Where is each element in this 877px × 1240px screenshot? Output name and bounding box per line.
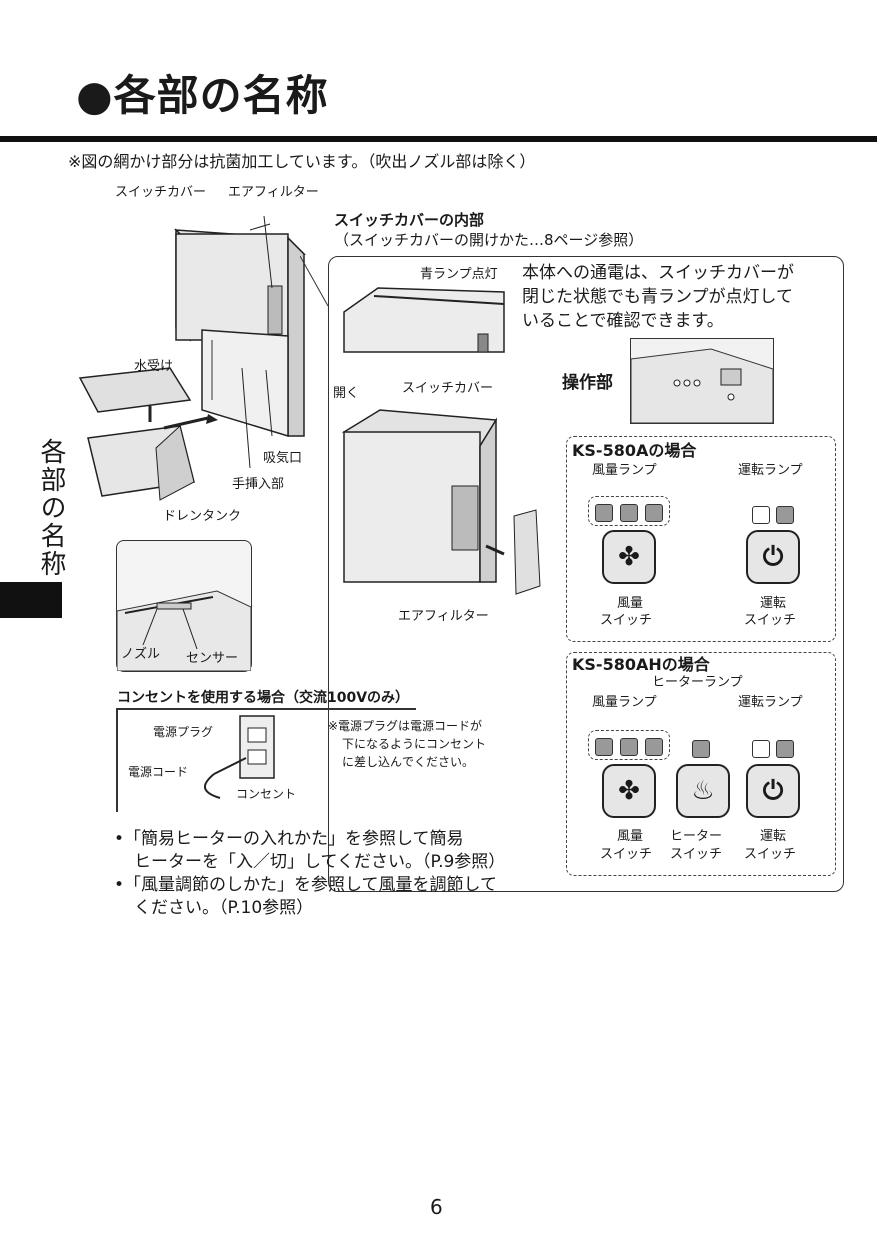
model-a-title: KS-580Aの場合 <box>572 441 697 460</box>
model-ah-run-switch[interactable]: ⏻ <box>746 764 800 818</box>
model-ah-heater-switch-label-2: スイッチ <box>670 847 723 862</box>
label-operation: 操作部 <box>562 373 613 393</box>
model-a-run-switch-label-2: スイッチ <box>744 613 797 628</box>
model-ah-fan-lamp-group <box>588 730 670 760</box>
run-lamp-off <box>752 506 770 524</box>
label-intake: 吸気口 <box>263 451 303 466</box>
model-a-fan-switch[interactable]: ✤ <box>602 530 656 584</box>
label-open: 開く <box>333 386 360 401</box>
outlet-socket-label: コンセント <box>236 787 297 801</box>
model-ah-fan-switch-label-2: スイッチ <box>600 847 653 862</box>
label-switch-cover-2: スイッチカバー <box>402 381 494 396</box>
model-a-fan-switch-label-1: 風量 <box>617 596 644 611</box>
ah-run-lamp-on <box>776 740 794 758</box>
model-ah-run-switch-label-2: スイッチ <box>744 847 797 862</box>
model-ah-fan-switch-label-1: 風量 <box>617 829 644 844</box>
outlet-title: コンセントを使用する場合（交流100Vのみ） <box>117 690 410 706</box>
model-a-run-switch[interactable]: ⏻ <box>746 530 800 584</box>
ah-fan-lamp-2 <box>620 738 638 756</box>
inside-desc-1: 本体への通電は、スイッチカバーが <box>522 263 794 283</box>
fan-lamp-2 <box>620 504 638 522</box>
side-section-title: 各部の名称 <box>36 438 66 578</box>
model-ah-fan-lamp-label: 風量ランプ <box>592 695 657 710</box>
model-ah-heater-switch-label-1: ヒーター <box>670 829 723 844</box>
label-sensor: センサー <box>186 651 239 666</box>
bullet-heater-line2: ヒーターを「入／切」してください。（P.9参照） <box>134 852 506 872</box>
hand-dryer-illustration <box>78 215 306 501</box>
model-a-run-switch-label-1: 運転 <box>760 596 787 611</box>
model-ah-title: KS-580AHの場合 <box>572 655 710 674</box>
ah-fan-lamp-1 <box>595 738 613 756</box>
inside-panel <box>328 256 844 892</box>
fan-lamp-1 <box>595 504 613 522</box>
fan-lamp-3 <box>645 504 663 522</box>
model-ah-heater-lamp-label: ヒーターランプ <box>652 675 743 690</box>
label-nozzle: ノズル <box>121 647 161 662</box>
label-blue-lamp: 青ランプ点灯 <box>420 267 498 282</box>
label-water-tray: 水受け <box>134 359 174 374</box>
bullet-fan-line2: ください。（P.10参照） <box>134 898 314 918</box>
outlet-title-rule <box>116 708 416 710</box>
outlet-illustration <box>204 715 275 799</box>
model-a-run-lamp-label: 運転ランプ <box>738 463 803 478</box>
outlet-side-rule <box>116 708 118 812</box>
model-ah-fan-switch[interactable]: ✤ <box>602 764 656 818</box>
title-rule <box>0 136 877 142</box>
label-hand-slot: 手挿入部 <box>232 477 285 492</box>
bullet-fan-line1: •「風量調節のしかた」を参照して風量を調節して <box>114 875 498 895</box>
model-a-fan-switch-label-2: スイッチ <box>600 613 653 628</box>
ah-fan-lamp-3 <box>645 738 663 756</box>
outlet-note-3: に差し込んでください。 <box>342 755 475 769</box>
outlet-cord-label: 電源コード <box>128 765 189 779</box>
ah-heater-lamp <box>692 740 710 758</box>
nozzle-sensor-inset <box>116 540 252 672</box>
heater-icon: ♨ <box>691 776 715 806</box>
outlet-plug-label: 電源プラグ <box>153 725 214 739</box>
label-drain-tank: ドレンタンク <box>163 509 242 524</box>
power-icon: ⏻ <box>762 541 784 572</box>
inside-desc-3: いることで確認できます。 <box>522 311 724 331</box>
model-ah-heater-switch[interactable]: ♨ <box>676 764 730 818</box>
page-number: 6 <box>430 1195 443 1219</box>
fan-icon: ✤ <box>618 776 640 806</box>
power-icon: ⏻ <box>762 775 784 806</box>
label-air-filter: エアフィルター <box>228 185 319 200</box>
model-a-fan-lamp-label: 風量ランプ <box>592 463 657 478</box>
outlet-note-1: ※電源プラグは電源コードが <box>328 719 483 733</box>
label-air-filter-2: エアフィルター <box>398 609 489 624</box>
ah-run-lamp-off <box>752 740 770 758</box>
model-a-box <box>566 436 836 642</box>
inside-desc-2: 閉じた状態でも青ランプが点灯して <box>522 287 793 307</box>
outlet-note-2: 下になるようにコンセント <box>342 737 487 751</box>
inside-title: スイッチカバーの内部 <box>334 211 485 229</box>
antibacterial-note: ※図の網かけ部分は抗菌加工しています。（吹出ノズル部は除く） <box>68 152 536 171</box>
callout-lines <box>300 256 329 307</box>
open-cover-illustration <box>341 409 541 595</box>
model-ah-run-switch-label-1: 運転 <box>760 829 787 844</box>
model-ah-box <box>566 652 836 876</box>
top-view-illustration <box>343 287 505 353</box>
model-ah-run-lamp-label: 運転ランプ <box>738 695 803 710</box>
fan-icon: ✤ <box>618 542 640 572</box>
inside-subtitle: （スイッチカバーの開けかた…8ページ参照） <box>334 231 644 249</box>
bullet-heater-line1: •「簡易ヒーターの入れかた」を参照して簡易 <box>114 829 464 849</box>
run-lamp-on <box>776 506 794 524</box>
operation-closeup <box>630 338 774 424</box>
label-switch-cover: スイッチカバー <box>115 185 207 200</box>
side-section-bar <box>0 582 62 618</box>
model-a-fan-lamp-group <box>588 496 670 526</box>
page-title: ●各部の名称 <box>76 71 329 120</box>
